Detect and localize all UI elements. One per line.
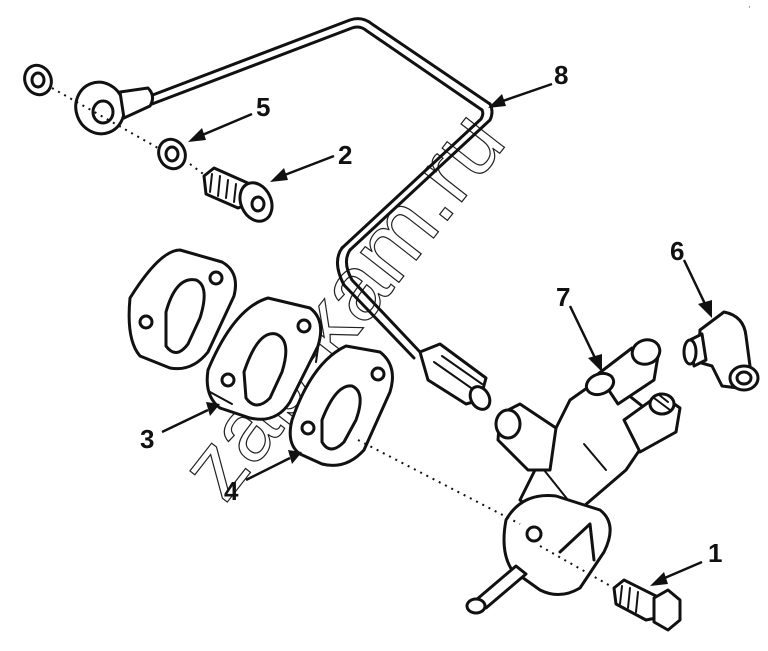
alignment-lines: [51, 87, 615, 589]
callout-8: 8: [554, 60, 568, 90]
callout-1: 1: [708, 538, 722, 568]
fuel-pump-body: [465, 338, 682, 615]
gasket-inner: [288, 344, 394, 467]
callout-7: 7: [556, 282, 570, 312]
banjo-bolt: [202, 166, 274, 223]
callout-6: 6: [670, 236, 684, 266]
gasket-outer: [127, 248, 237, 371]
spacer-plate: [205, 296, 323, 421]
callout-arrows: [161, 82, 712, 586]
callout-3: 3: [140, 424, 154, 454]
callout-labels: 1 2 3 4 5 6 7 8: [140, 60, 722, 568]
callout-2: 2: [338, 140, 352, 170]
mounting-bolt: [612, 578, 682, 632]
callout-5: 5: [256, 92, 270, 122]
corner-mark: ·: [748, 3, 751, 13]
sealing-washers: [23, 63, 187, 171]
callout-4: 4: [224, 476, 239, 506]
elbow-fitting: [682, 310, 760, 392]
